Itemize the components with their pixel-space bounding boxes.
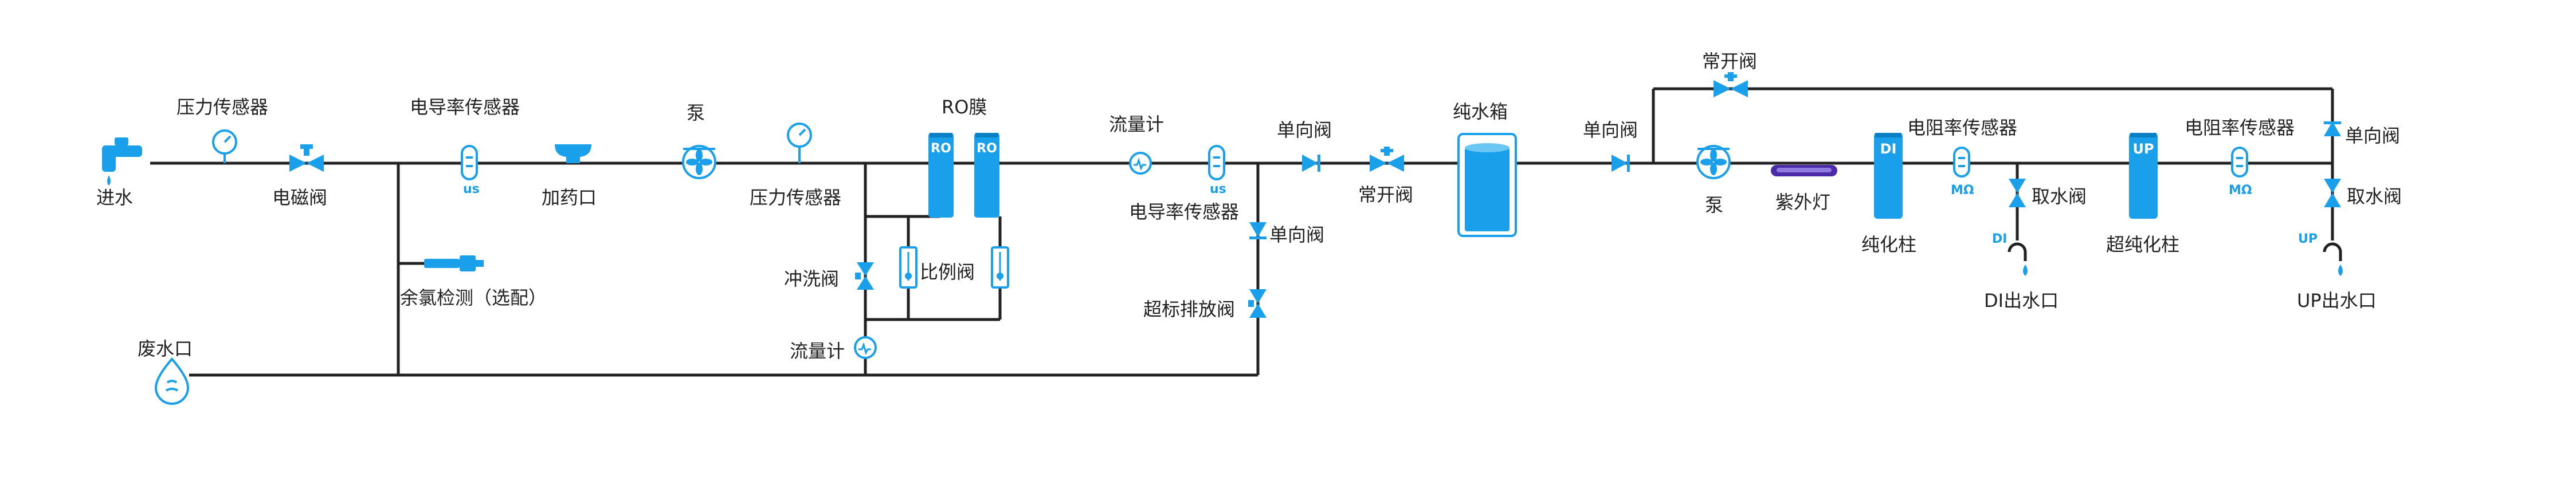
- label-conductivity-sensor-2: 电导率传感器: [1129, 201, 1240, 223]
- label-solenoid-valve: 电磁阀: [272, 187, 328, 208]
- resistivity-sensor-icon: [1953, 147, 1970, 178]
- label-flush-valve: 冲洗阀: [784, 268, 840, 290]
- label-resistivity-sensor-1: 电阻率传感器: [1907, 117, 2018, 139]
- us-tag-2: us: [1210, 182, 1226, 196]
- faucet-icon: [102, 137, 142, 186]
- label-overlimit-valve: 超标排放阀: [1143, 298, 1236, 320]
- label-chlorine-detect: 余氯检测（选配）: [400, 287, 547, 309]
- label-waste-outlet: 废水口: [138, 338, 193, 360]
- label-resistivity-sensor-2: 电阻率传感器: [2185, 117, 2295, 139]
- ratio-valve-icon: [991, 246, 1009, 289]
- label-pure-tank: 纯水箱: [1453, 101, 1508, 123]
- draw-valve-icon: [2009, 179, 2026, 207]
- pressure-gauge-icon: [212, 129, 237, 163]
- normally-open-valve-icon: [1714, 72, 1748, 97]
- label-normally-open-valve-1: 常开阀: [1358, 184, 1414, 206]
- dosing-port-icon: [555, 144, 591, 163]
- overlimit-valve-icon: [1248, 289, 1267, 318]
- ratio-valve-icon: [899, 246, 918, 289]
- check-valve-icon: [1612, 155, 1630, 172]
- normally-open-valve-icon: [1370, 147, 1404, 172]
- label-up-column: 超纯化柱: [2106, 234, 2180, 255]
- label-pump-2: 泵: [1705, 194, 1724, 216]
- label-inlet: 进水: [96, 187, 134, 208]
- solenoid-valve-icon: [289, 144, 324, 172]
- up-column-tag: UP: [2132, 141, 2154, 157]
- label-check-valve-2: 单向阀: [1269, 224, 1325, 246]
- us-tag-1: us: [463, 182, 480, 196]
- label-flowmeter-1: 流量计: [1109, 113, 1165, 135]
- flowmeter-icon: [1129, 152, 1152, 175]
- pure-water-tank-icon: [1457, 133, 1517, 237]
- up-column-icon: UP: [2129, 133, 2158, 219]
- flowmeter-icon: [854, 336, 877, 359]
- label-check-valve-1: 单向阀: [1277, 119, 1332, 141]
- label-uv-lamp: 紫外灯: [1775, 191, 1831, 213]
- ro-membrane-icon: RO: [974, 133, 999, 218]
- flush-valve-icon: [855, 262, 874, 290]
- check-valve-icon: [1302, 155, 1320, 172]
- ro-tag-2: RO: [977, 141, 997, 156]
- ro-membrane-icon: RO: [928, 133, 954, 218]
- label-ratio-valve: 比例阀: [920, 261, 975, 283]
- check-valve-icon: [2324, 121, 2341, 136]
- uv-lamp-icon: [1771, 165, 1837, 176]
- label-dosing-port: 加药口: [542, 187, 597, 208]
- conductivity-sensor-icon: [461, 145, 478, 180]
- label-flowmeter-2: 流量计: [790, 340, 845, 362]
- label-conductivity-sensor-1: 电导率传感器: [410, 96, 520, 118]
- waste-outlet-icon: [154, 357, 190, 405]
- resistivity-sensor-icon: [2231, 147, 2248, 178]
- mohm-tag-1: MΩ: [1951, 183, 1974, 198]
- ro-tag-1: RO: [931, 141, 951, 156]
- label-pressure-sensor-2: 压力传感器: [750, 187, 842, 208]
- pump-icon: [1696, 145, 1731, 179]
- up-outlet-nozzle-icon: [2323, 242, 2343, 276]
- label-ro-membrane: RO膜: [942, 96, 987, 118]
- di-small-tag: DI: [1992, 232, 2008, 246]
- label-pump-1: 泵: [687, 102, 705, 124]
- pressure-gauge-icon: [787, 123, 812, 163]
- label-check-valve-4: 单向阀: [2345, 125, 2401, 147]
- di-column-tag: DI: [1880, 141, 1897, 157]
- up-small-tag: UP: [2298, 232, 2318, 246]
- label-di-outlet: DI出水口: [1984, 290, 2059, 312]
- label-di-column: 纯化柱: [1861, 234, 1917, 255]
- di-column-icon: DI: [1874, 133, 1903, 219]
- label-up-outlet: UP出水口: [2297, 290, 2377, 312]
- label-draw-valve-1: 取水阀: [2032, 186, 2087, 207]
- label-pressure-sensor-1: 压力传感器: [177, 96, 269, 118]
- label-draw-valve-2: 取水阀: [2347, 186, 2402, 207]
- label-normally-open-valve-2: 常开阀: [1702, 50, 1758, 72]
- pump-icon: [682, 145, 716, 179]
- draw-valve-icon: [2324, 179, 2341, 207]
- check-valve-icon: [1249, 222, 1267, 239]
- di-outlet-nozzle-icon: [2008, 242, 2028, 276]
- conductivity-sensor-icon: [1208, 145, 1225, 180]
- mohm-tag-2: MΩ: [2229, 183, 2252, 198]
- chlorine-probe-icon: [424, 255, 484, 271]
- label-check-valve-3: 单向阀: [1583, 119, 1638, 141]
